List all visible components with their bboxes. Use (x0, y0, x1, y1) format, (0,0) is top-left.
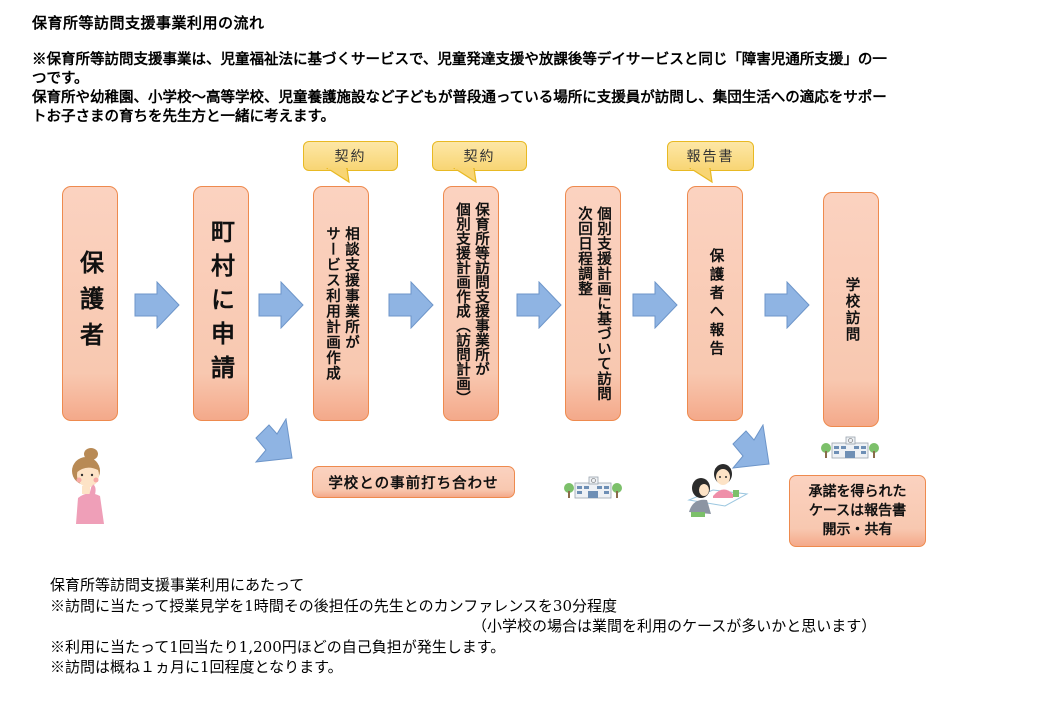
parent-illustration-icon (72, 448, 104, 524)
step-visit-schedule: 個別支援計画に基づいて訪問 次回日程調整 (565, 186, 621, 421)
note-line: トお子さまの育ちを先生方と一緒に考えます。 (32, 108, 336, 125)
arrow-right-icon (134, 281, 180, 329)
report-share-line: 承諾を得られた (808, 483, 907, 500)
step-label: 保護者へ報告 (707, 248, 724, 359)
step-report-guardian: 保護者へ報告 (687, 186, 743, 421)
arrow-right-icon (516, 281, 562, 329)
step-label: 保育所等訪問支援事業所が 個別支援計画作成（訪問計画） (452, 202, 490, 405)
callout-report: 報告書 (667, 141, 754, 171)
step-individual-plan: 保育所等訪問支援事業所が 個別支援計画作成（訪問計画） (443, 186, 499, 421)
report-share-box: 承諾を得られた ケースは報告書 開示・共有 (789, 475, 926, 547)
callout-contract-2: 契約 (432, 141, 527, 171)
intro-notes: ※保育所等訪問支援事業は、児童福祉法に基づくサービスで、児童発達支援や放課後等デ… (32, 50, 992, 126)
report-share-line: 開示・共有 (822, 521, 893, 538)
step-label-line: 保育所等訪問支援事業所が (473, 202, 489, 376)
usage-notes: 保育所等訪問支援事業利用にあたって ※訪問に当たって授業見学を1時間その後担任の… (50, 575, 876, 678)
step-guardian: 保護者 (62, 186, 118, 421)
school-building-icon (821, 436, 879, 459)
step-label: 個別支援計画に基づいて訪問 次回日程調整 (574, 206, 612, 401)
step-label: 町村に申請 (206, 218, 235, 389)
step-label-line: 個別支援計画作成（訪問計画） (454, 202, 470, 405)
arrow-right-icon (764, 281, 810, 329)
arrow-right-icon (258, 281, 304, 329)
usage-note-line: ※訪問に当たって授業見学を1時間その後担任の先生とのカンファレンスを30分程度 (50, 596, 617, 615)
callout-tail (452, 168, 477, 184)
arrow-diagonal-icon (254, 418, 293, 463)
step-label-line: 相談支援事業所が (343, 226, 359, 350)
page-title: 保育所等訪問支援事業利用の流れ (32, 14, 265, 32)
step-school-visit: 学校訪問 (823, 192, 879, 427)
note-line: ※保育所等訪問支援事業は、児童福祉法に基づくサービスで、児童発達支援や放課後等デ… (32, 51, 887, 68)
usage-notes-heading: 保育所等訪問支援事業利用にあたって (50, 576, 305, 594)
pre-meeting-box: 学校との事前打ち合わせ (312, 466, 515, 498)
step-label: 学校訪問 (843, 276, 860, 343)
note-line: つです。 (32, 70, 89, 87)
step-apply-municipality: 町村に申請 (193, 186, 249, 421)
step-label: 相談支援事業所が サービス利用計画作成 (322, 226, 360, 381)
report-share-line: ケースは報告書 (808, 502, 907, 519)
step-service-plan: 相談支援事業所が サービス利用計画作成 (313, 186, 369, 421)
callout-tail (688, 168, 713, 184)
callout-tail (325, 168, 350, 184)
step-label: 保護者 (75, 249, 104, 358)
arrow-right-icon (632, 281, 678, 329)
step-label-line: 次回日程調整 (576, 206, 592, 296)
arrow-diagonal-icon (731, 424, 770, 469)
callout-contract-1: 契約 (303, 141, 398, 171)
usage-note-line: ※利用に当たって1回当たり1,200円ほどの自己負担が発生します。 (50, 637, 506, 656)
arrow-right-icon (388, 281, 434, 329)
school-building-icon (564, 476, 622, 499)
step-label-line: 個別支援計画に基づいて訪問 (595, 206, 611, 401)
note-line: 保育所や幼稚園、小学校～高等学校、児童養護施設など子どもが普段通っている場所に支… (32, 89, 887, 106)
usage-note-line: （小学校の場合は業間を利用のケースが多いかと思います） (472, 617, 877, 635)
usage-note-line: ※訪問は概ね１ヵ月に1回程度となります。 (50, 658, 343, 676)
meeting-illustration-icon (687, 464, 749, 517)
step-label-line: サービス利用計画作成 (324, 226, 340, 381)
